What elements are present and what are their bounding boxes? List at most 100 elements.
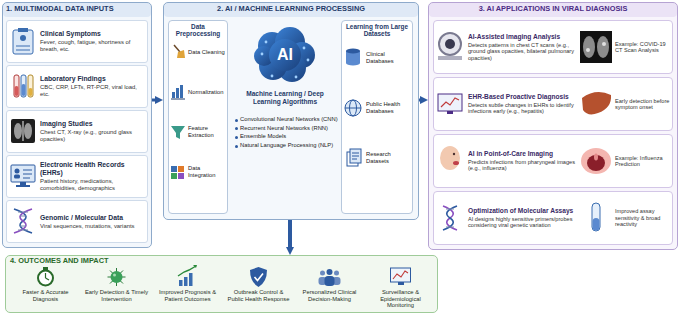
input-title: Clinical Symptoms: [40, 30, 144, 38]
text-column: AI in Point-of-Care ImagingPredicts infe…: [468, 150, 576, 171]
panel-fills-part: [434, 21, 673, 74]
input-card: Laboratory FindingsCBC, CRP, LFTs, RT-PC…: [6, 65, 148, 108]
input-title: Laboratory Findings: [40, 75, 144, 83]
panel-fills-part: [7, 156, 148, 198]
liver-image: [582, 92, 611, 114]
ct-scanner-icon: [438, 33, 462, 60]
test-tube-icon: [14, 75, 33, 97]
text-column: Genomic / Molecular DataViral sequences,…: [40, 214, 144, 230]
panel-heading: 1. MULTIMODAL DATA INPUTS: [6, 5, 148, 14]
text-column: Feature Extraction: [188, 125, 226, 138]
ai-brain: AI: [252, 24, 318, 86]
throat-image-part: [581, 148, 611, 174]
ehr-monitor-icon-part: [23, 170, 32, 171]
data-integration-icon-part: [171, 173, 177, 179]
panel-fills-part: [7, 21, 148, 63]
box-item: Data Integration: [188, 165, 226, 178]
ehr-chart-icon-part: [447, 111, 453, 114]
input-title: Imaging Studies: [40, 120, 144, 128]
test-tube-icon-part: [14, 75, 19, 97]
test-tube-icon-part: [28, 75, 33, 97]
box-item: Clinical Databases: [366, 51, 411, 64]
people-icon-part: [325, 276, 335, 286]
test-tube-icon-part: [29, 88, 33, 96]
input-panel: 1. MULTIMODAL DATA INPUTS Clinical Sympto…: [2, 2, 152, 248]
growth-chart-icon-part: [178, 266, 196, 276]
assay-tube-image: [592, 203, 600, 231]
assay-dna-icon-part: [443, 206, 457, 230]
ehr-monitor-icon-part: [20, 182, 26, 185]
text-column: Optimization of Molecular AssaysAI desig…: [468, 207, 576, 228]
panel-fills-part: [434, 135, 673, 188]
surveillance-monitor-icon: [391, 268, 411, 285]
xray-icon-part: [22, 121, 23, 141]
liver-image-part: [582, 92, 611, 114]
text-column: 3. AI APPLICATIONS IN VIRAL DIAGNOSIS: [433, 5, 673, 14]
documents-icon-part: [352, 159, 357, 160]
feature-extraction-icon: [171, 126, 185, 139]
stopwatch-icon-part: [45, 273, 46, 278]
text-column: Machine Learning / Deep Learning Algorit…: [232, 90, 338, 105]
input-card: Electronic Health Records (EHRs)Patient …: [6, 155, 148, 198]
application-card: AI in Point-of-Care ImagingPredicts infe…: [433, 134, 673, 188]
feature-extraction-icon-part: [171, 126, 185, 139]
box-item: Feature Extraction: [188, 125, 226, 138]
virus-icon-part: [111, 271, 123, 283]
panel-fills-part: [169, 21, 228, 214]
ct-slice-image: [580, 31, 612, 63]
panel-fills-part: [434, 78, 673, 131]
normalization-icon-part: [180, 85, 183, 98]
broom-icon: [174, 45, 185, 58]
clipboard-icon: [13, 28, 33, 54]
ehr-chart-icon-part: [441, 98, 459, 107]
broom-icon-part: [174, 45, 180, 52]
text-column: Data Preprocessing: [170, 23, 226, 38]
data-integration-icon-part: [171, 166, 177, 172]
clipboard-icon-part: [16, 50, 30, 51]
circuit-dot: [307, 59, 310, 62]
ehr-monitor-icon-part: [11, 165, 35, 182]
outcome-label: Faster & Accurate Diagnosis: [12, 289, 79, 302]
dataset-box: Learning from Large DatasetsClinical Dat…: [341, 20, 413, 214]
panel-heading: 3. AI APPLICATIONS IN VIRAL DIAGNOSIS: [433, 5, 673, 14]
ct-scanner-icon-part: [445, 39, 455, 49]
stopwatch-icon: [38, 267, 53, 286]
ct-scanner-icon-part: [439, 33, 461, 55]
text-column: Improved assay sensitivity & broad react…: [615, 208, 671, 227]
input-title: Genomic / Molecular Data: [40, 214, 144, 222]
algorithm-heading: Machine Learning / Deep Learning Algorit…: [232, 90, 338, 105]
normalization-icon-part: [171, 99, 185, 100]
application-example: Improved assay sensitivity & broad react…: [615, 208, 671, 227]
input-card: Genomic / Molecular DataViral sequences,…: [6, 200, 148, 243]
data-integration-icon: [171, 166, 184, 179]
stopwatch-icon-part: [38, 271, 53, 286]
documents-icon: [347, 149, 361, 166]
application-card: Optimization of Molecular AssaysAI desig…: [433, 191, 673, 245]
ehr-monitor-icon-part: [16, 185, 30, 187]
ehr-monitor-icon-part: [14, 175, 20, 179]
globe-icon-part: [345, 100, 361, 116]
text-column: Research Datasets: [366, 151, 411, 164]
circuit-dot: [303, 47, 306, 50]
surveillance-monitor-icon-part: [393, 271, 408, 279]
panel-fills-part: [342, 21, 413, 214]
dna-icon-part: [14, 209, 32, 233]
ct-slice-image-part: [580, 31, 612, 63]
growth-chart-icon-part: [179, 280, 183, 286]
text-column: Public Health Databases: [366, 101, 411, 114]
surveillance-monitor-icon-part: [391, 268, 411, 282]
growth-chart-icon-part: [189, 273, 193, 286]
text-column: Clinical Databases: [366, 51, 411, 64]
panel-fills-part: [7, 111, 148, 153]
clipboard-icon-part: [13, 30, 33, 54]
application-title: AI-Assisted Imaging Analysis: [468, 33, 576, 41]
people-icon-part: [320, 271, 325, 276]
normalization-icon: [171, 85, 185, 99]
panel-fills-part: [164, 3, 419, 220]
text-column: Data Cleaning: [188, 49, 226, 56]
ehr-monitor-icon-part: [15, 169, 20, 174]
processing-panel: 2. AI / MACHINE LEARNING PROCESSINGMachi…: [163, 2, 419, 220]
text-column: Outbreak Control & Public Health Respons…: [225, 289, 292, 302]
text-column: Clinical SymptomsFever, cough, fatigue, …: [40, 30, 144, 52]
panel-heading: 4. OUTCOMES AND IMPACT: [10, 257, 210, 266]
